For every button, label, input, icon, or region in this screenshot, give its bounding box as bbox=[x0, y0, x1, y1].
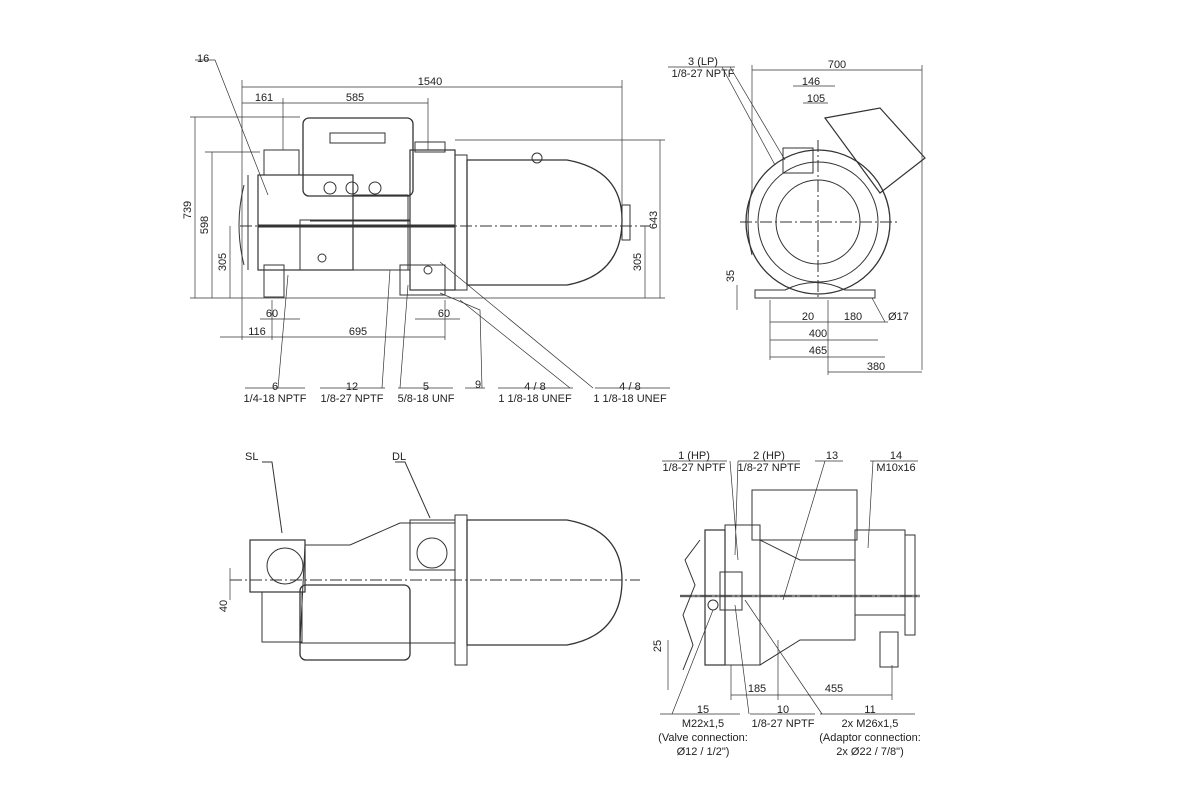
callout-number: 6 bbox=[271, 381, 279, 393]
callout-1-hp: 1 (HP)1/8-27 NPTF bbox=[663, 450, 726, 474]
callout-number: 15 bbox=[696, 704, 710, 716]
callout-spec: 1/8-27 NPTF bbox=[737, 462, 801, 474]
dim-20: 20 bbox=[801, 311, 815, 323]
side-view-dimensions bbox=[190, 59, 670, 389]
end-view-compressor bbox=[740, 107, 926, 300]
top-view-compressor bbox=[229, 461, 640, 666]
dim-60-right: 60 bbox=[437, 308, 451, 320]
callout-number: 1 (HP) bbox=[678, 450, 710, 462]
callout-number: 5 bbox=[422, 381, 430, 393]
dim-695: 695 bbox=[348, 326, 368, 338]
dim-overall-length: 1540 bbox=[417, 76, 443, 88]
callout-3-lp: 3 (LP)1/8-27 NPTF bbox=[672, 56, 735, 80]
dim-40: 40 bbox=[218, 599, 230, 613]
callout-note: Ø12 / 1/2") bbox=[676, 746, 730, 758]
dim-305-left: 305 bbox=[217, 252, 229, 272]
dim-185: 185 bbox=[747, 683, 767, 695]
dim-116: 116 bbox=[248, 326, 266, 338]
dim-739: 739 bbox=[182, 200, 194, 220]
dim-305-right: 305 bbox=[632, 252, 644, 272]
callout-16: 16 bbox=[197, 53, 210, 65]
dim-60-left: 60 bbox=[265, 308, 279, 320]
dim-35: 35 bbox=[725, 269, 737, 283]
rear-view-compressor bbox=[680, 489, 920, 671]
callout-spec: 1 1/8-18 UNEF bbox=[498, 393, 572, 405]
end-view-dimensions bbox=[668, 65, 923, 375]
callout-13: 13 bbox=[825, 450, 839, 462]
discharge-line-label: DL bbox=[392, 451, 407, 463]
dim-465: 465 bbox=[808, 345, 828, 357]
dim-161: 161 bbox=[254, 92, 274, 104]
callout-spec: 1/8-27 NPTF bbox=[751, 718, 815, 730]
callout-number: 11 bbox=[864, 704, 876, 716]
dim-380: 380 bbox=[866, 361, 886, 373]
callout-spec: 5/8-18 UNF bbox=[397, 393, 455, 405]
dim-455: 455 bbox=[824, 683, 844, 695]
callout-spec: M22x1,5 bbox=[681, 718, 725, 730]
dim-105: 105 bbox=[806, 93, 826, 105]
dim-hole-diameter: Ø17 bbox=[888, 311, 909, 323]
callout-number: 3 (LP) bbox=[688, 56, 718, 68]
dim-643: 643 bbox=[648, 210, 660, 230]
callout-spec: 1/4-18 NPTF bbox=[243, 393, 307, 405]
callout-spec: 1/8-27 NPTF bbox=[662, 462, 726, 474]
dim-146: 146 bbox=[801, 76, 821, 88]
callout-number: 10 bbox=[776, 704, 790, 716]
callout-spec: 1 1/8-18 UNEF bbox=[593, 393, 667, 405]
rear-view-dimensions bbox=[660, 460, 918, 715]
callout-note: 2x Ø22 / 7/8") bbox=[836, 746, 904, 758]
side-view-compressor bbox=[238, 117, 650, 298]
dim-400: 400 bbox=[808, 328, 828, 340]
callout-number: 4 / 8 bbox=[524, 381, 546, 393]
dim-598: 598 bbox=[199, 215, 211, 235]
dim-700: 700 bbox=[827, 59, 847, 71]
suction-line-label: SL bbox=[245, 451, 259, 463]
callout-9: 9 bbox=[474, 379, 482, 391]
callout-number: 2 (HP) bbox=[753, 450, 785, 462]
dim-180: 180 bbox=[843, 311, 863, 323]
dim-25: 25 bbox=[652, 639, 664, 653]
callout-note: (Adaptor connection: bbox=[819, 732, 921, 744]
callout-spec: 1/8-27 NPTF bbox=[320, 393, 384, 405]
callout-number: 12 bbox=[345, 381, 359, 393]
dim-585: 585 bbox=[345, 92, 365, 104]
callout-spec: M10x16 bbox=[876, 462, 916, 474]
callout-note: (Valve connection: bbox=[658, 732, 748, 744]
callout-2-hp: 2 (HP)1/8-27 NPTF bbox=[738, 450, 801, 474]
callout-spec: 2x M26x1,5 bbox=[841, 718, 899, 730]
callout-10: 10 1/8-27 NPTF bbox=[752, 703, 815, 731]
callout-spec: 1/8-27 NPTF bbox=[671, 68, 735, 80]
callout-11: 11 2x M26x1,5 (Adaptor connection: 2x Ø22 /… bbox=[819, 703, 921, 759]
callout-number: 14 bbox=[889, 450, 903, 462]
callout-number: 4 / 8 bbox=[619, 381, 641, 393]
